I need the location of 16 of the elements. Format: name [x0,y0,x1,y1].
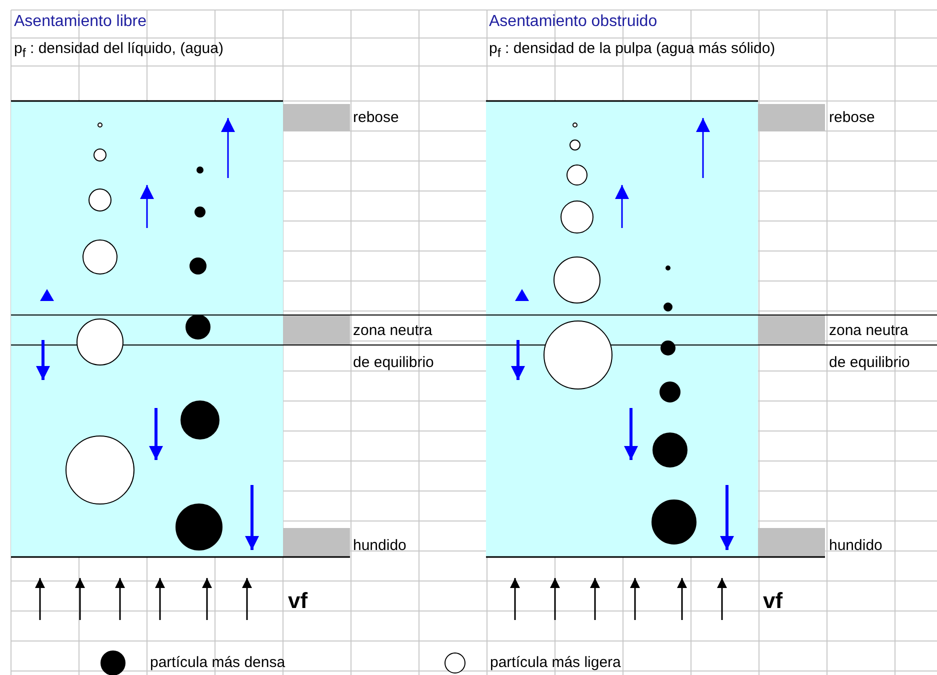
density-note: p$_{f}$ : densidad de la pulpa (agua más sólido) [489,40,776,62]
density-note: p$_{f}$ : densidad del líquido, (agua) [14,40,224,62]
legend-label: partícula más ligera [490,654,621,672]
zone-label: zona neutra [353,322,432,340]
zone-label: rebose [353,109,399,127]
zone-label: de equilibrio [353,354,434,372]
panel-title: Asentamiento libre [14,12,147,32]
zone-label: rebose [829,109,875,127]
velocity-label: vf [288,588,308,614]
zone-label: zona neutra [829,322,908,340]
velocity-label: vf [763,588,783,614]
legend-label: partícula más densa [150,654,286,672]
zone-label: hundido [829,537,882,555]
zone-label: hundido [353,537,406,555]
zone-label: de equilibrio [829,354,910,372]
panel-title: Asentamiento obstruido [489,12,658,32]
